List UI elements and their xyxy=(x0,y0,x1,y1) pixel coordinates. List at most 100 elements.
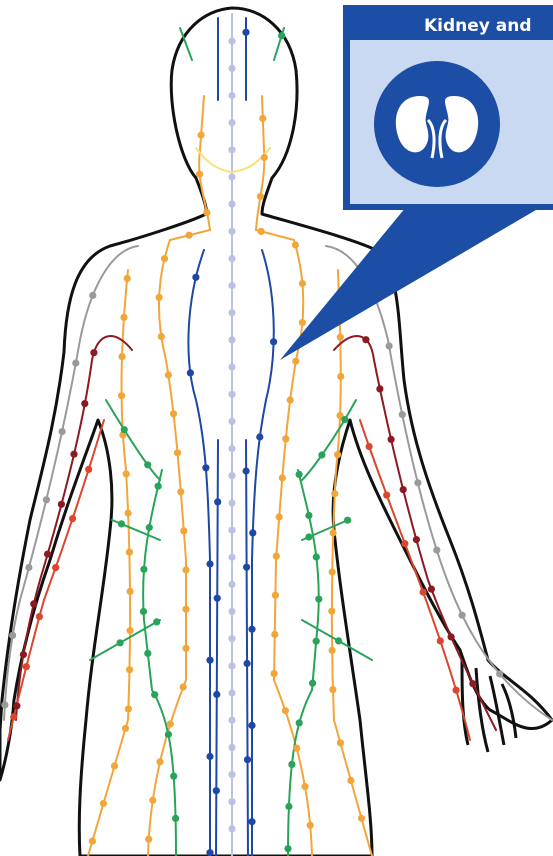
acupoint-dot xyxy=(228,65,235,72)
acupoint-dot xyxy=(182,645,189,652)
acupoint-dot xyxy=(196,171,203,178)
acupoint-dot xyxy=(187,369,194,376)
acupoint-dot xyxy=(192,274,199,281)
acupoint-dot xyxy=(259,115,266,122)
acupoint-dot xyxy=(244,756,251,763)
acupoint-dot xyxy=(307,822,314,829)
acupoint-dot xyxy=(293,745,300,752)
acupoint-dot xyxy=(165,731,172,738)
acupoint-dot xyxy=(118,353,125,360)
acupoint-dot xyxy=(305,533,312,540)
acupoint-dot xyxy=(177,488,184,495)
acupoint-dot xyxy=(296,471,303,478)
acupoint-dot xyxy=(292,241,299,248)
acupoint-dot xyxy=(228,499,235,506)
acupoint-dot xyxy=(59,428,66,435)
acupoint-dot xyxy=(90,349,97,356)
acupoint-dot xyxy=(282,707,289,714)
acupoint-dot xyxy=(288,761,295,768)
acupoint-dot xyxy=(383,492,390,499)
acupoint-dot xyxy=(174,449,181,456)
acupoint-dot xyxy=(313,638,320,645)
acupoint-dot xyxy=(401,540,408,547)
acupoint-dot xyxy=(121,426,128,433)
acupoint-dot xyxy=(155,483,162,490)
acupoint-dot xyxy=(100,800,107,807)
acupoint-dot xyxy=(52,564,59,571)
acupoint-dot xyxy=(305,512,312,519)
acupoint-dot xyxy=(81,400,88,407)
acupoint-dot xyxy=(140,566,147,573)
acupoint-dot xyxy=(376,385,383,392)
acupoint-dot xyxy=(287,396,294,403)
acupoint-dot xyxy=(120,314,127,321)
acupoint-dot xyxy=(228,418,235,425)
acupoint-dot xyxy=(258,228,265,235)
acupoint-dot xyxy=(257,193,264,200)
acupoint-dot xyxy=(23,663,30,670)
acupoint-dot xyxy=(278,32,285,39)
acupoint-dot xyxy=(126,666,133,673)
acupoint-dot xyxy=(206,560,213,567)
acupoint-dot xyxy=(400,486,407,493)
acupoint-dot xyxy=(228,744,235,751)
acupoint-dot xyxy=(214,498,221,505)
acupoint-dot xyxy=(228,798,235,805)
acupoint-dot xyxy=(271,631,278,638)
acupoint-dot xyxy=(414,479,421,486)
acupoint-dot xyxy=(145,836,152,843)
acupoint-dot xyxy=(149,797,156,804)
acupoint-dot xyxy=(228,825,235,832)
acupoint-dot xyxy=(44,551,51,558)
acupoint-dot xyxy=(122,725,129,732)
acupoint-dot xyxy=(334,451,341,458)
acupoint-dot xyxy=(256,433,263,440)
acupoint-dot xyxy=(388,436,395,443)
acupoint-dot xyxy=(329,647,336,654)
acupoint-dot xyxy=(248,722,255,729)
acupoint-dot xyxy=(126,549,133,556)
acupoint-dot xyxy=(228,92,235,99)
acupoint-dot xyxy=(337,334,344,341)
acupoint-dot xyxy=(296,719,303,726)
acupoint-dot xyxy=(366,443,373,450)
acupoint-dot xyxy=(206,849,213,856)
acupoint-dot xyxy=(228,717,235,724)
acupoint-dot xyxy=(248,626,255,633)
acupoint-dot xyxy=(292,358,299,365)
acupoint-dot xyxy=(248,818,255,825)
acupoint-dot xyxy=(182,566,189,573)
acupoint-dot xyxy=(228,527,235,534)
acupoint-dot xyxy=(228,336,235,343)
acupoint-dot xyxy=(20,651,27,658)
acupoint-dot xyxy=(13,702,20,709)
acupoint-dot xyxy=(228,228,235,235)
acupoint-dot xyxy=(117,639,124,646)
acupoint-dot xyxy=(228,38,235,45)
acupoint-dot xyxy=(206,753,213,760)
acupoint-dot xyxy=(30,600,37,607)
acupoint-dot xyxy=(330,529,337,536)
acupoint-dot xyxy=(111,762,118,769)
acupoint-dot xyxy=(213,787,220,794)
acupoint-dot xyxy=(25,564,32,571)
acupoint-dot xyxy=(125,705,132,712)
acupoint-dot xyxy=(228,146,235,153)
acupoint-dot xyxy=(315,596,322,603)
acupoint-dot xyxy=(313,553,320,560)
acupoint-dot xyxy=(337,739,344,746)
acupoint-dot xyxy=(118,392,125,399)
acupoint-dot xyxy=(146,524,153,531)
acupoint-dot xyxy=(70,451,77,458)
acupoint-dot xyxy=(335,637,342,644)
acupoint-dot xyxy=(203,209,210,216)
acupoint-dot xyxy=(261,154,268,161)
acupoint-dot xyxy=(186,232,193,239)
acupoint-dot xyxy=(453,687,460,694)
acupoint-dot xyxy=(228,581,235,588)
acupoint-dot xyxy=(299,319,306,326)
acupoint-dot xyxy=(469,680,476,687)
acupoint-dot xyxy=(170,773,177,780)
acupoint-dot xyxy=(362,336,369,343)
acupoint-dot xyxy=(228,309,235,316)
